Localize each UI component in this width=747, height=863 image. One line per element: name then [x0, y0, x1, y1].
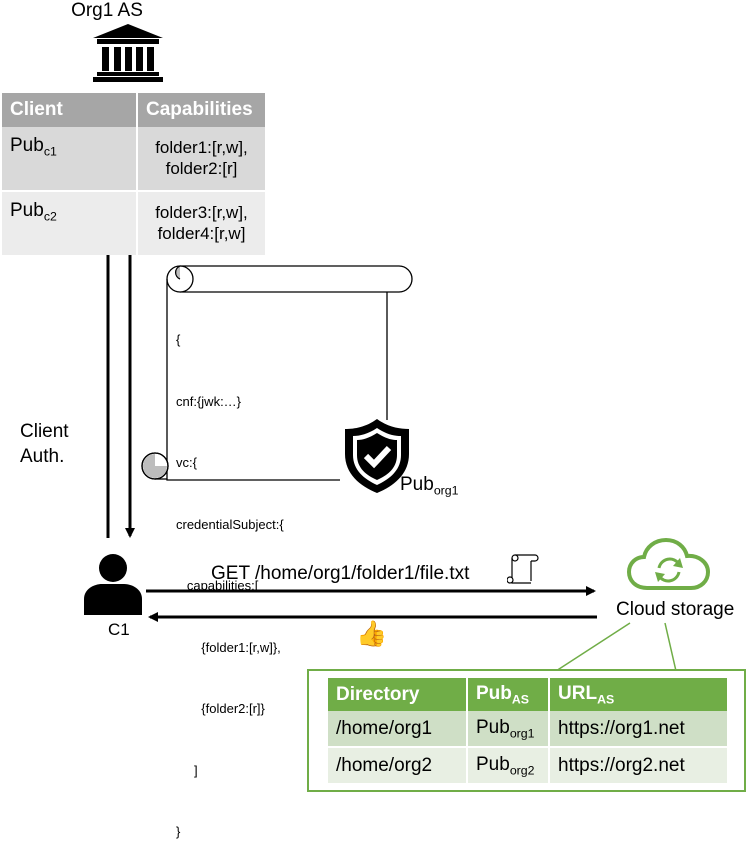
- directory-cell: /home/org1: [328, 711, 468, 748]
- client-key: Pubc2: [2, 191, 138, 255]
- credential-line: cnf:{jwk:…}: [176, 393, 242, 409]
- cloud-storage-label: Cloud storage: [616, 599, 735, 620]
- pub-cell: Puborg2: [467, 747, 550, 783]
- credential-line: vc:{: [176, 455, 197, 470]
- column-header-pub-as: PubAS: [467, 678, 550, 711]
- org-as-title: Org1 AS: [71, 0, 143, 21]
- capabilities-cell: folder3:[r,w],folder4:[r,w]: [137, 191, 265, 255]
- url-cell: https://org1.net: [549, 711, 727, 748]
- diagram-canvas: [103, 238, 677, 672]
- table-row: Pubc1 folder1:[r,w],folder2:[r]: [2, 127, 265, 192]
- scroll-icon: [506, 553, 539, 590]
- directory-cell: /home/org2: [328, 747, 468, 783]
- person-icon: [84, 553, 142, 620]
- bank-icon: [93, 24, 163, 87]
- table-row: /home/org2 Puborg2 https://org2.net: [328, 747, 727, 783]
- column-header-client: Client: [2, 93, 138, 127]
- cloud-table-callout: [555, 622, 677, 672]
- capabilities-cell: folder1:[r,w],folder2:[r]: [137, 127, 265, 192]
- credential-line: {folder2:[r]}: [176, 701, 265, 716]
- credential-contents: { cnf:{jwk:…} vc:{ credentialSubject:{ c…: [176, 289, 284, 863]
- credential-signer: Puborg1: [400, 474, 459, 498]
- shield-check-icon: [344, 418, 410, 499]
- table-row: /home/org1 Puborg1 https://org1.net: [328, 711, 727, 748]
- client-auth-label: Client Auth.: [20, 421, 69, 467]
- cloud-directory-table: Directory PubAS URLAS /home/org1 Puborg1…: [328, 678, 727, 783]
- credential-line: {: [176, 332, 181, 347]
- credential-line: {folder1:[r,w]},: [176, 639, 281, 655]
- cloud-sync-icon: [626, 537, 713, 597]
- url-cell: https://org2.net: [549, 747, 727, 783]
- column-header-url-as: URLAS: [549, 678, 727, 711]
- credential-line: }: [176, 824, 181, 839]
- credential-line: credentialSubject:{: [176, 516, 284, 532]
- column-header-directory: Directory: [328, 678, 468, 711]
- client-label: C1: [108, 620, 130, 639]
- as-capability-table: Client Capabilities Pubc1 folder1:[r,w],…: [2, 93, 265, 255]
- request-label: GET /home/org1/folder1/file.txt: [211, 563, 470, 584]
- credential-line: ]: [176, 762, 198, 778]
- column-header-capabilities: Capabilities: [137, 93, 265, 127]
- pub-cell: Puborg1: [467, 711, 550, 748]
- credential-line: capabilities:[: [176, 578, 259, 593]
- credential-scroll: [141, 265, 413, 481]
- thumbs-up-icon: 👍: [356, 620, 388, 648]
- client-key: Pubc1: [2, 127, 138, 192]
- table-row: Pubc2 folder3:[r,w],folder4:[r,w]: [2, 191, 265, 255]
